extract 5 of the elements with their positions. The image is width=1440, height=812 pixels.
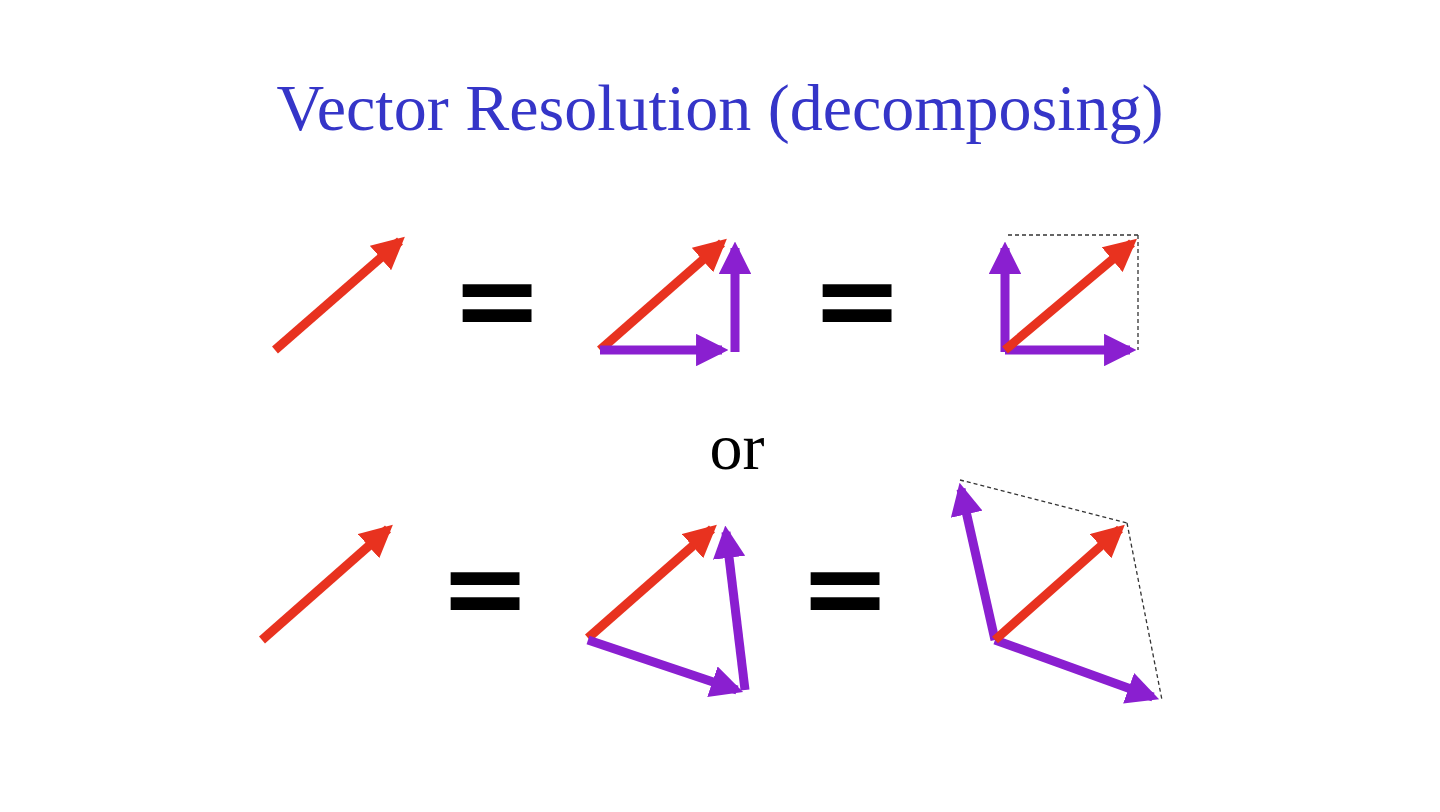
connecting-word: or xyxy=(709,414,765,480)
equals-sign: = xyxy=(450,245,544,355)
equals-sign: = xyxy=(438,533,532,643)
equals-sign: = xyxy=(810,245,904,355)
equals-sign: = xyxy=(798,533,892,643)
